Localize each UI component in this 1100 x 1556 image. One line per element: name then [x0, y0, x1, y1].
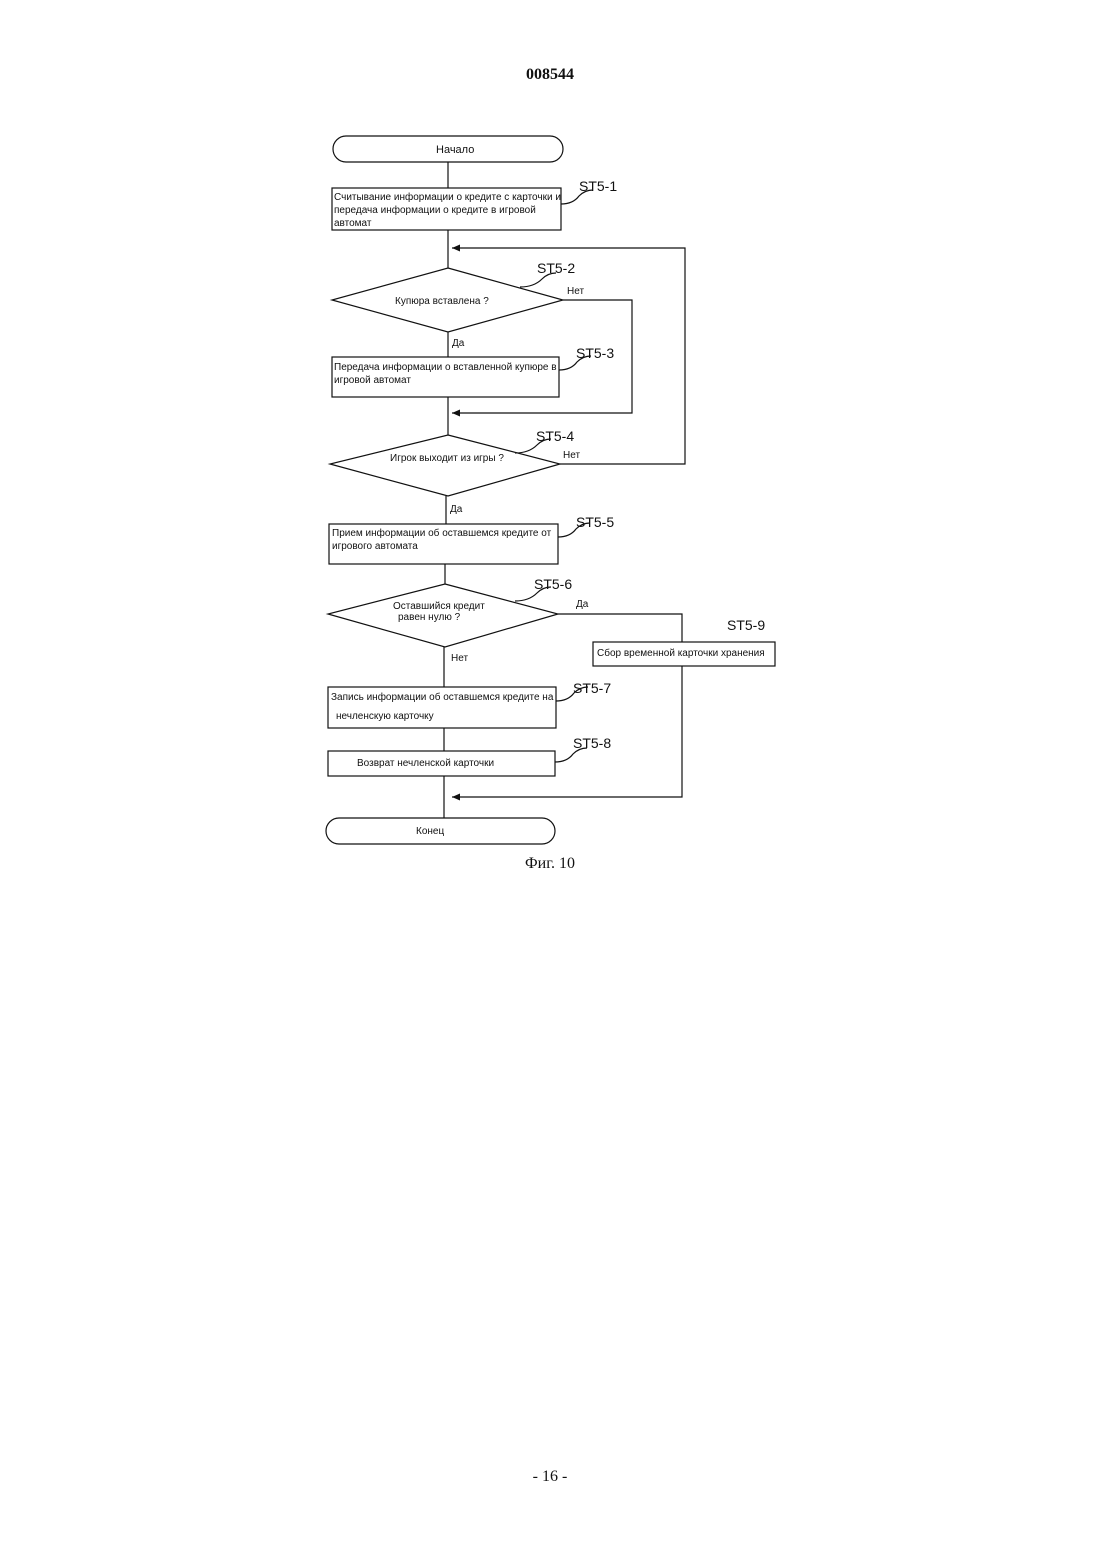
st5-1-line-1: Считывание информации о кредите с карточ… [334, 191, 561, 203]
step-st5-7: Запись информации об оставшемся кредите … [328, 680, 611, 728]
st5-6-line-1: Оставшийся кредит [393, 601, 485, 612]
st5-6-yes-label: Да [576, 599, 589, 610]
st5-5-line-2: игрового автомата [332, 541, 418, 552]
st5-9-id: ST5-9 [727, 617, 765, 633]
step-st5-1: Считывание информации о кредите с карточ… [332, 178, 617, 230]
figure-caption: Фиг. 10 [0, 855, 1100, 873]
st5-3-line-1: Передача информации о вставленной купюре… [334, 361, 557, 373]
st5-9-line-1: Сбор временной карточки хранения [597, 647, 765, 659]
st5-4-no-label: Нет [563, 450, 580, 461]
st5-1-id: ST5-1 [579, 178, 617, 194]
decision-st5-4: Игрок выходит из игры ? ST5-4 Нет Да [330, 428, 580, 515]
st5-1-line-3: автомат [334, 218, 372, 229]
end-label: Конец [416, 826, 444, 837]
step-st5-3: Передача информации о вставленной купюре… [332, 345, 614, 397]
st5-3-id: ST5-3 [576, 345, 614, 361]
st5-2-id: ST5-2 [537, 260, 575, 276]
st5-2-question: Купюра вставлена ? [395, 296, 489, 307]
st5-7-line-1: Запись информации об оставшемся кредите … [331, 691, 554, 703]
st5-5-line-1: Прием информации об оставшемся кредите о… [332, 527, 552, 539]
end-terminator: Конец [326, 818, 555, 844]
step-st5-5: Прием информации об оставшемся кредите о… [329, 514, 614, 564]
st5-6-no-label: Нет [451, 653, 468, 664]
st5-4-question: Игрок выходит из игры ? [390, 453, 504, 464]
st5-8-line-1: Возврат нечленской карточки [357, 758, 494, 769]
st5-2-no-label: Нет [567, 286, 584, 297]
step-st5-9: Сбор временной карточки хранения ST5-9 [593, 617, 775, 666]
st5-3-line-2: игровой автомат [334, 375, 411, 386]
st5-2-yes-label: Да [452, 338, 465, 349]
start-label: Начало [436, 144, 474, 156]
st5-4-id: ST5-4 [536, 428, 574, 444]
start-terminator: Начало [333, 136, 563, 162]
decision-st5-2: Купюра вставлена ? ST5-2 Нет Да [332, 260, 584, 349]
st5-4-yes-label: Да [450, 504, 463, 515]
st5-7-line-2: нечленскую карточку [336, 711, 434, 722]
flowchart: Начало Считывание информации о кредите с… [0, 0, 1100, 900]
st5-5-id: ST5-5 [576, 514, 614, 530]
page-number: - 16 - [0, 1468, 1100, 1486]
st5-7-id: ST5-7 [573, 680, 611, 696]
st5-6-id: ST5-6 [534, 576, 572, 592]
st5-1-line-2: передача информации о кредите в игровой [334, 204, 536, 216]
decision-st5-6: Оставшийся кредит равен нулю ? ST5-6 Да … [328, 576, 589, 664]
st5-6-line-2: равен нулю ? [398, 612, 461, 623]
step-st5-8: Возврат нечленской карточки ST5-8 [328, 735, 611, 776]
st5-8-id: ST5-8 [573, 735, 611, 751]
